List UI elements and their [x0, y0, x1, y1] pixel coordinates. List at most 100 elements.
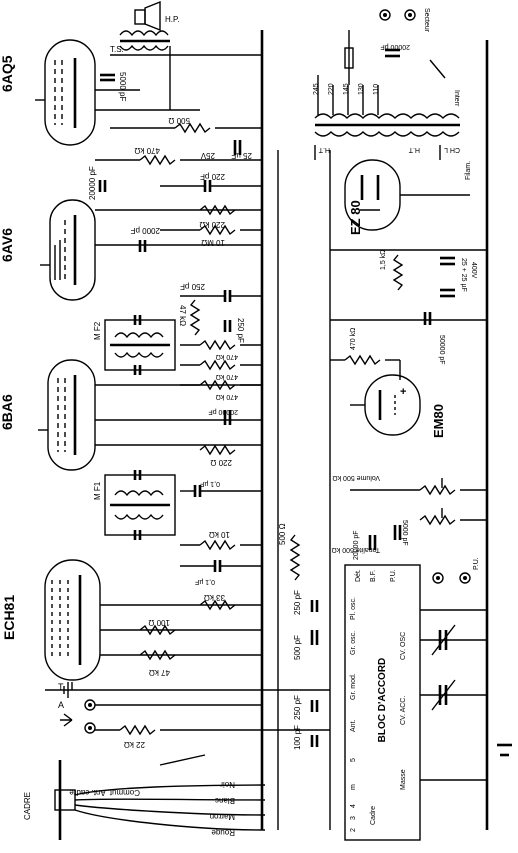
label-r470c: 470 kΩ	[216, 393, 238, 400]
cap-250pf-d	[310, 700, 319, 712]
pin-pu: P.U.	[390, 569, 397, 582]
power-switch[interactable]	[429, 59, 446, 79]
tap-220: 220	[328, 83, 335, 95]
label-c25: 25 µF	[231, 151, 252, 160]
label-secteur: Secteur	[423, 8, 430, 33]
tube-ez80	[344, 159, 470, 231]
label-interr: Interr	[453, 90, 460, 107]
label-chl: CH L	[444, 146, 460, 153]
resistors-470k-group	[180, 339, 262, 391]
label-cv-osc: CV. OSC	[400, 632, 407, 660]
label-ht1: H.T	[318, 146, 330, 153]
label-r100: 100 Ω	[148, 618, 170, 627]
label-c100: 100 pF	[293, 725, 302, 750]
pin-m: m	[350, 784, 357, 790]
antenna-icon	[60, 713, 73, 727]
fuse-icon	[344, 30, 354, 85]
label-r500: 500 Ω	[168, 116, 190, 125]
resistor-220k	[199, 204, 236, 216]
label-c20000p: 20000 pF	[380, 43, 410, 50]
pu-jack[interactable]	[432, 572, 471, 584]
transformer-mf1	[104, 470, 176, 540]
cap-500pf	[310, 630, 319, 645]
label-r500b: 500 Ω	[278, 523, 287, 545]
pin-3: 3	[350, 816, 357, 820]
label-mf2: M F2	[93, 321, 102, 340]
label-r470e: 470 kΩ	[350, 328, 357, 350]
label-r220: 220 kΩ	[199, 220, 225, 229]
label-v25: 25V	[200, 151, 215, 160]
label-r47: 47 kΩ	[178, 305, 187, 326]
tube-ech81	[44, 559, 330, 691]
resistor-22k	[95, 724, 330, 736]
label-em80: EM80	[431, 404, 446, 438]
cap-25-25uf	[440, 256, 455, 298]
label-r33: 33 kΩ	[204, 593, 225, 602]
label-ant-t: T	[58, 682, 64, 692]
transformer-mf2	[104, 315, 176, 375]
cap-250pf-b	[223, 320, 232, 332]
bloc-title: BLOC D'ACCORD	[377, 658, 388, 743]
resistor-47k-b	[139, 649, 176, 661]
resistor-47k	[189, 299, 201, 336]
wire-blanc: Blanc	[215, 796, 235, 805]
pin-5: 5	[350, 758, 357, 762]
tap-145: 145	[343, 83, 350, 95]
cap-01uf	[180, 485, 262, 497]
label-c5000: 5000 pF	[118, 72, 127, 101]
svg-text:+: +	[400, 386, 406, 398]
wire-marron: Marron	[210, 812, 235, 821]
label-c2000: 2000 pF	[131, 226, 160, 235]
label-pu: P.U.	[473, 557, 480, 570]
resistor-100-ohm	[139, 624, 176, 636]
label-6ba6: 6BA6	[0, 394, 15, 430]
label-r470b: 470 kΩ	[216, 373, 238, 380]
label-cv-acc: CV. ACC.	[400, 696, 407, 725]
volume-potentiometer[interactable]	[350, 478, 487, 496]
label-commut: Commut. Ant. cadre	[69, 788, 140, 797]
label-c20000c: 20000 pF	[353, 530, 360, 560]
tube-6aq5	[35, 39, 200, 146]
pin-gr-osc: Gr. osc.	[350, 631, 357, 655]
label-volume: Volume 500 kΩ	[332, 474, 380, 481]
label-r22: 22 kΩ	[124, 740, 145, 749]
mains-transformer	[314, 75, 460, 160]
mains-socket[interactable]	[379, 9, 416, 21]
pin-bf: B.F.	[370, 570, 377, 582]
resistor-33k	[199, 599, 236, 611]
ground-symbol-icon	[63, 682, 73, 698]
resistor-500-ohm-b	[289, 534, 301, 581]
resistor-220-ohm	[199, 444, 236, 456]
cap-250pf-c	[310, 600, 319, 612]
cap-20000pf-c	[368, 535, 377, 550]
tone-potentiometer[interactable]	[419, 508, 487, 526]
pin-det: Dét.	[355, 569, 362, 582]
label-c01b: 0,1 µF	[195, 578, 215, 585]
label-r15: 1,5 kΩ	[380, 250, 387, 270]
label-c250c: 250 pF	[293, 590, 302, 615]
tap-110: 110	[373, 84, 380, 95]
tap-245: 245	[313, 83, 320, 95]
label-r220b: 220 Ω	[210, 458, 232, 467]
label-6av6: 6AV6	[0, 228, 15, 262]
resistor-470k	[95, 154, 262, 166]
cap-20000pf-b	[223, 410, 232, 425]
tap-labels: 245 220 145 130 110	[313, 83, 380, 95]
bloc-pins: Dét. B.F. P.U. Pl. osc. Gr. osc. Gr. mod…	[350, 569, 407, 832]
pin-4: 4	[350, 804, 357, 808]
label-r10k: 10 kΩ	[209, 530, 230, 539]
tube-6av6	[40, 199, 262, 301]
speaker-icon	[119, 0, 170, 51]
resistor-1-5k	[392, 254, 404, 291]
label-c220: 220 pF	[200, 172, 225, 181]
cap-5000pf-b	[393, 525, 402, 540]
label-ts: T.S.	[110, 45, 124, 54]
wire-rouge: Rouge	[211, 828, 235, 837]
label-c500: 500 pF	[293, 635, 302, 660]
cap-20000pf	[98, 180, 107, 192]
cap-2000pf	[138, 240, 147, 252]
label-r47b: 47 kΩ	[149, 668, 170, 677]
label-ez80: EZ 80	[348, 200, 363, 235]
label-c250a: 250 pF	[180, 282, 205, 291]
switch-commut[interactable]	[159, 754, 206, 766]
